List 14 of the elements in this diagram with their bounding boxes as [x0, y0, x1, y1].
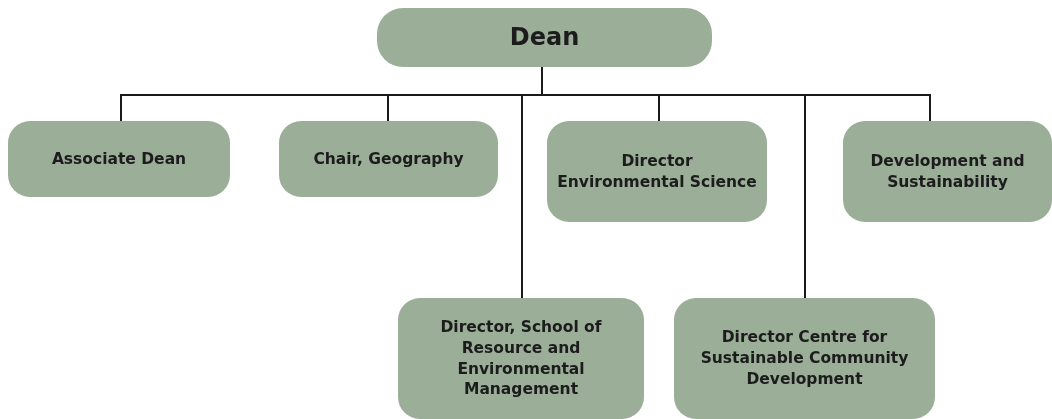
role-title: Chair, Geography — [313, 148, 464, 170]
org-box — [547, 121, 767, 222]
org-box — [674, 298, 935, 419]
role-title: Dean — [509, 24, 580, 51]
role-title: Development and Sustainability — [869, 150, 1026, 193]
org-box — [398, 298, 644, 419]
org-box — [843, 121, 1052, 222]
role-title: Associate Dean — [51, 148, 187, 170]
role-title: Director Environmental Science — [557, 150, 757, 193]
org-box — [279, 121, 498, 197]
org-box — [8, 121, 230, 197]
role-title: Director, School of Resource and Environmental Management — [439, 316, 603, 401]
role-title: Director Centre for Sustainable Community Development — [699, 327, 910, 390]
org-box — [377, 8, 712, 67]
